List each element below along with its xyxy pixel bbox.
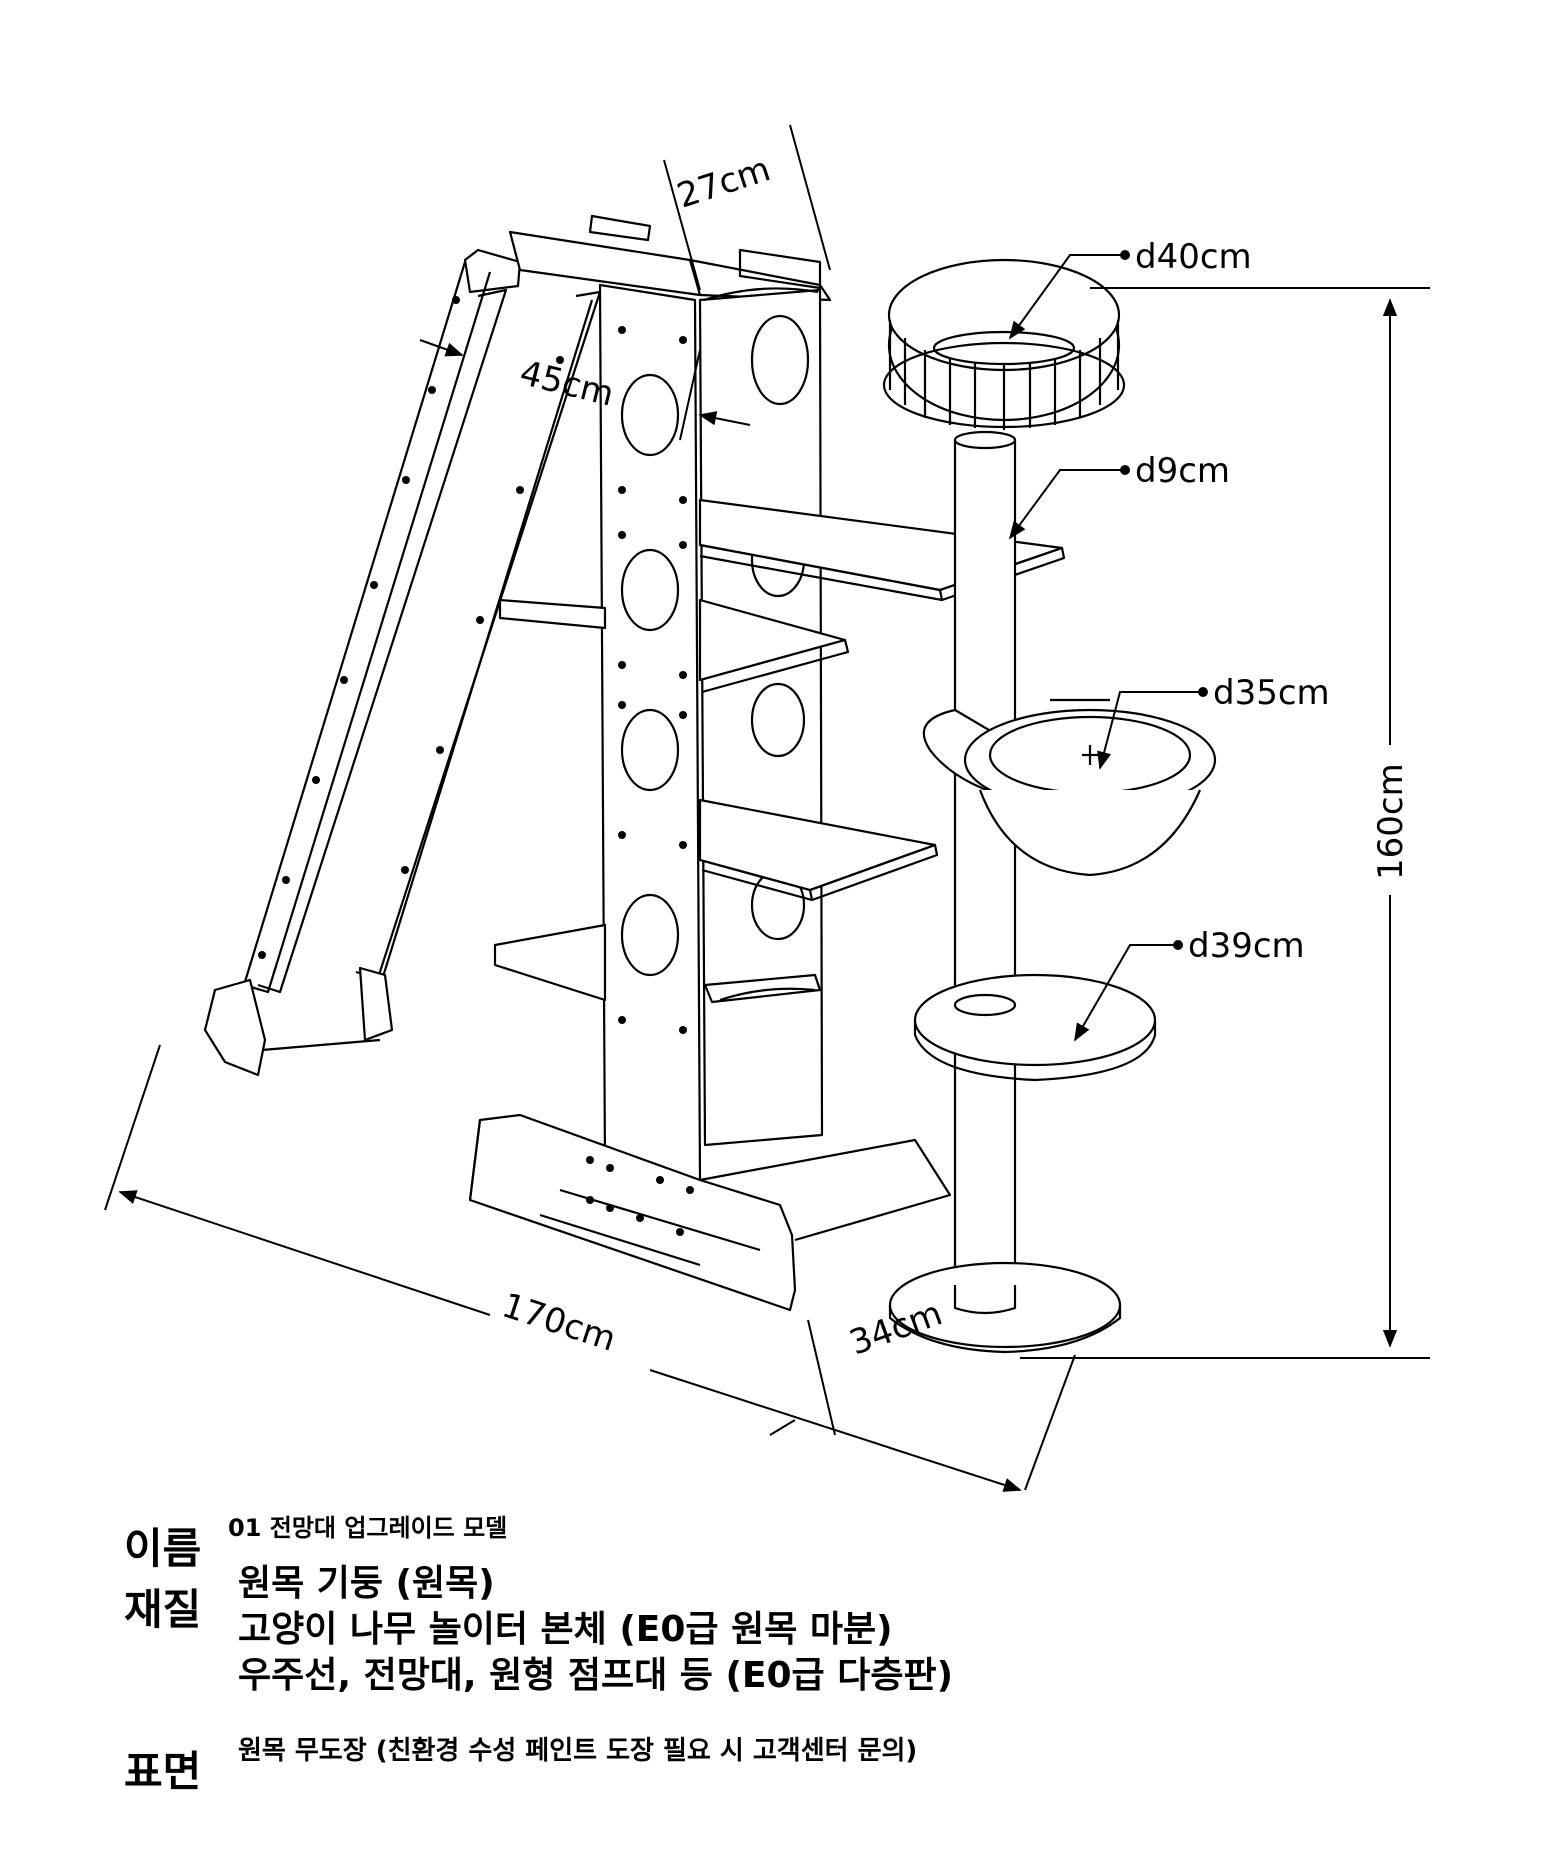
pole-base-disc xyxy=(888,1261,1122,1354)
tower-front-panel xyxy=(598,283,702,1182)
spaceship-ring-top xyxy=(882,258,1126,430)
dim-pole-diameter: d9cm xyxy=(1135,451,1230,491)
tower-shelves xyxy=(493,498,1066,1004)
bowl-platform xyxy=(922,698,1217,877)
round-step-platform xyxy=(913,973,1157,1082)
dim-round-step-diameter: d39cm xyxy=(1188,926,1305,966)
dim-height: 160cm xyxy=(1371,763,1411,880)
dim-depth-top: 27cm xyxy=(672,149,775,216)
tower-base xyxy=(468,1113,952,1312)
ladder-ramp xyxy=(203,248,602,1077)
dim-total-width: 170cm xyxy=(497,1286,620,1360)
tower-top-platform xyxy=(508,214,832,302)
dim-spaceship-diameter: d40cm xyxy=(1135,237,1252,277)
tall-pole xyxy=(953,430,1017,1307)
tower-back-panel xyxy=(698,287,824,1147)
dim-bowl-diameter: d35cm xyxy=(1213,673,1330,713)
